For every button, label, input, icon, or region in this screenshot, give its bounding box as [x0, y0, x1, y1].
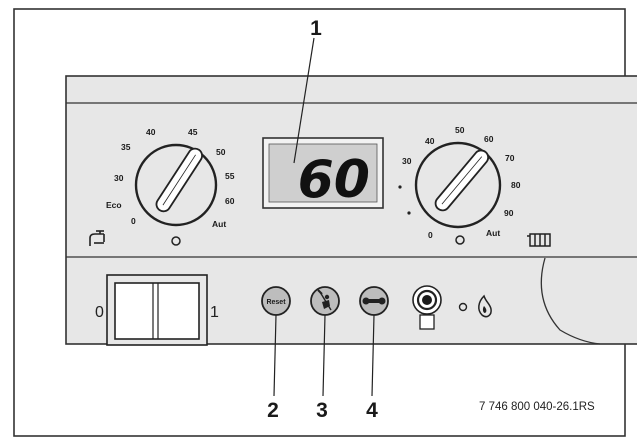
heating-scale-label: 70: [505, 153, 515, 163]
heating-scale-label: 80: [511, 180, 521, 190]
heating-scale-label: 50: [455, 125, 465, 135]
flame-icon: [478, 294, 492, 318]
wrench-icon: [362, 297, 386, 305]
heating-scale-label: 30: [402, 156, 412, 166]
callout-number-1: 1: [310, 17, 322, 40]
dhw-scale-label: 0: [131, 216, 136, 226]
temperature-display: 60: [262, 137, 384, 210]
dhw-scale-label: 50: [216, 147, 226, 157]
switch-rocker[interactable]: [114, 282, 200, 340]
callout-number-4: 4: [366, 399, 378, 422]
dhw-scale-label: 30: [114, 173, 124, 183]
dhw-scale-label: Aut: [212, 219, 226, 229]
indicator-dot: [398, 185, 402, 189]
dial-marker: [455, 235, 465, 245]
dhw-scale-label: 45: [188, 127, 198, 137]
callout-line-2: [273, 314, 277, 397]
switch-off-label: 0: [95, 304, 104, 321]
switch-on-label: 1: [210, 304, 219, 321]
dhw-scale-label: 60: [225, 196, 235, 206]
callout-line-4: [371, 314, 375, 397]
dhw-scale-label: Eco: [106, 200, 122, 210]
chimney-sweep-icon: [317, 289, 332, 311]
main-power-switch[interactable]: [106, 274, 208, 346]
dhw-scale-label: 40: [146, 127, 156, 137]
dial-marker: [171, 236, 181, 246]
heating-scale-label: 0: [428, 230, 433, 240]
dial-pointer: [434, 149, 490, 212]
callout-number-3: 3: [316, 399, 328, 422]
figure-reference: 7 746 800 040-26.1RS: [479, 401, 595, 413]
heating-scale-label: 40: [425, 136, 435, 146]
service-button[interactable]: [359, 286, 389, 316]
heating-temperature-dial[interactable]: [414, 141, 502, 229]
reset-button-label: Reset: [266, 299, 286, 306]
heating-scale-label: 90: [504, 208, 514, 218]
heating-scale-label: Aut: [486, 228, 500, 238]
indicator-dot: [407, 211, 411, 215]
status-lamp: [412, 285, 442, 330]
reset-button[interactable]: Reset: [261, 286, 291, 316]
callout-number-2: 2: [267, 399, 279, 422]
radiator-icon: [527, 233, 551, 247]
dial-pointer: [155, 147, 203, 213]
display-value: 60: [298, 150, 370, 210]
dhw-scale-label: 35: [121, 142, 131, 152]
display-screen: [268, 143, 378, 203]
panel-cover-curve: [540, 257, 601, 345]
hot-water-tap-icon: [89, 230, 105, 246]
dhw-scale-label: 55: [225, 171, 235, 181]
heating-scale-label: 60: [484, 134, 494, 144]
burner-indicator-lamp: [458, 302, 468, 312]
hot-water-temperature-dial[interactable]: [134, 143, 218, 227]
callout-line-3: [322, 314, 326, 397]
chimney-sweep-button[interactable]: [310, 286, 340, 316]
callout-line-1: [293, 37, 315, 164]
